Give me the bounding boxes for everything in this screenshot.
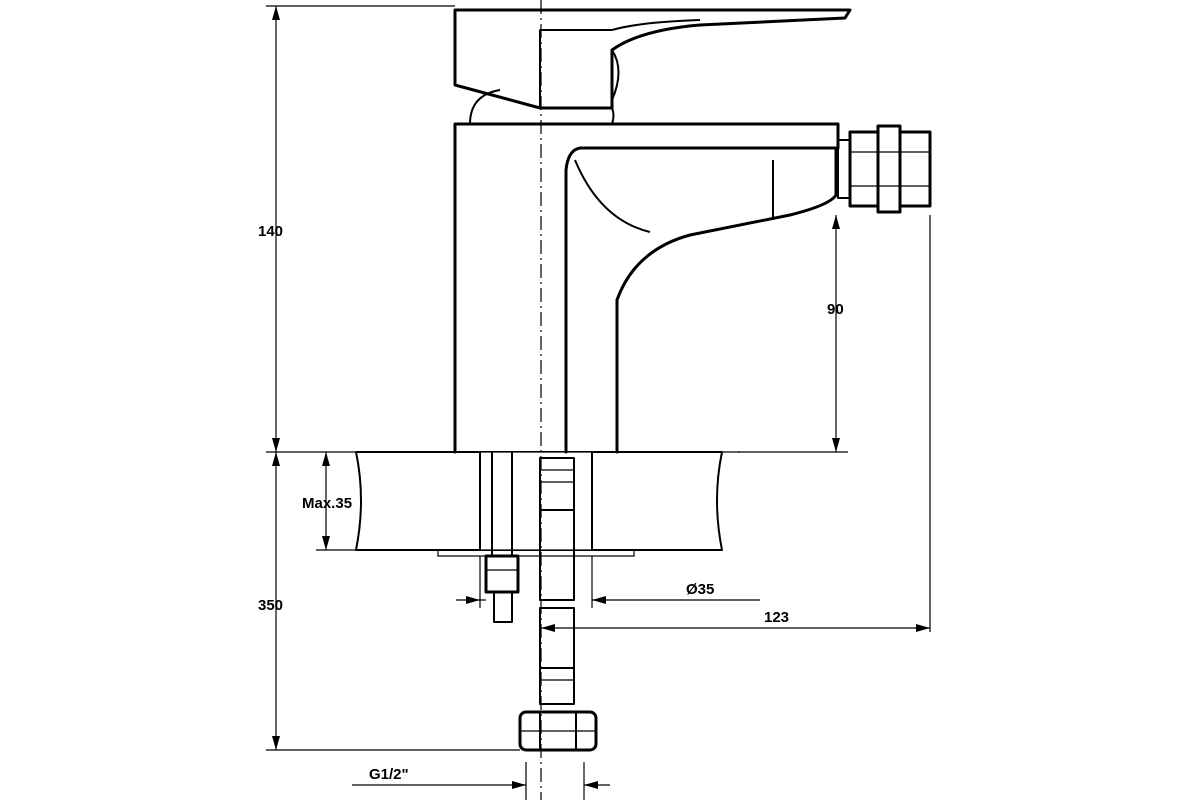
dim-label-350: 350 (258, 597, 283, 614)
dim-label-g12: G1/2" (369, 766, 409, 783)
dim-label-max35: Max.35 (302, 495, 352, 512)
dimension-arrows (272, 6, 930, 789)
dim-label-140: 140 (258, 223, 283, 240)
faucet-body (453, 122, 840, 454)
flexible-hose (518, 457, 598, 752)
mounting-stud (484, 452, 520, 623)
dimension-lines (266, 5, 931, 800)
dim-label-diameter-35: Ø35 (686, 581, 714, 598)
lever-handle (453, 8, 852, 125)
outlet-nozzle (837, 124, 932, 214)
dim-label-90: 90 (827, 301, 844, 318)
dim-label-123: 123 (764, 609, 789, 626)
